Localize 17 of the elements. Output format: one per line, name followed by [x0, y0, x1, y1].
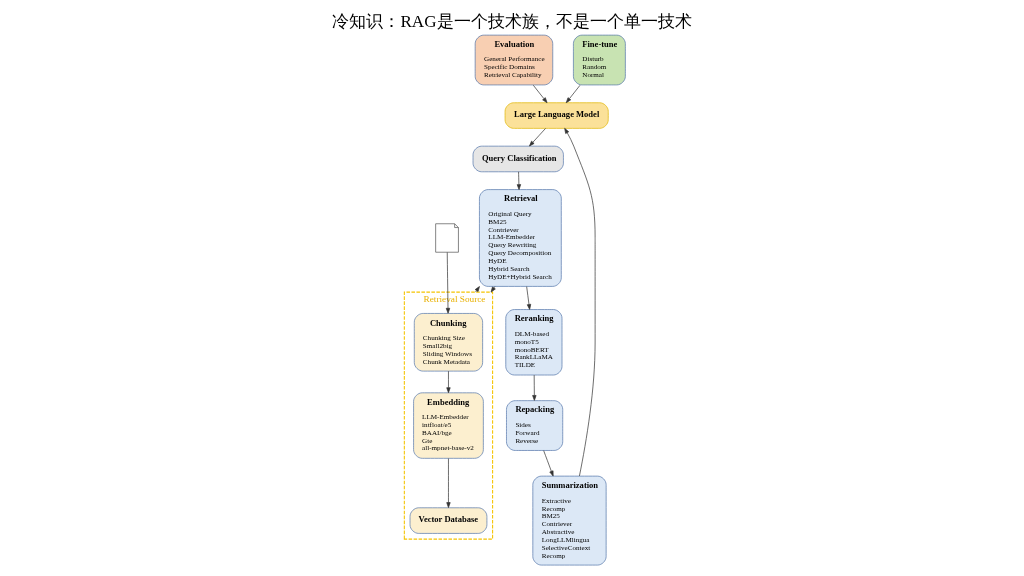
arrow: [532, 374, 537, 401]
arrow: [474, 286, 480, 293]
arrow: [490, 286, 496, 293]
arrow: [446, 370, 451, 394]
node-box: Query Classification: [472, 145, 564, 173]
arrow: [565, 84, 581, 104]
diagram-title: 冷知识：RAG是一个技术族，不是一个单一技术: [332, 12, 692, 32]
arrow: [445, 252, 451, 314]
node-box: Vector Database: [409, 507, 488, 534]
node-box: Large Language Model: [504, 102, 609, 129]
arrow: [446, 458, 451, 508]
arrow: [526, 286, 532, 310]
arrow: [543, 450, 554, 477]
arrow: [516, 171, 521, 190]
arrow: [564, 128, 596, 477]
arrow: [529, 128, 546, 147]
arrow: [532, 84, 548, 104]
